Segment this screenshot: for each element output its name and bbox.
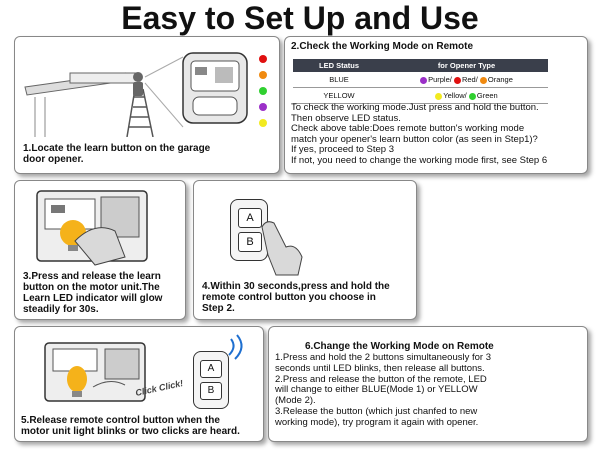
step4-text: 4.Within 30 seconds,press and hold the r… — [202, 281, 390, 314]
remote-control: A B — [193, 351, 229, 409]
purple-dot — [420, 76, 428, 84]
yellow-dot — [259, 119, 267, 127]
remote-button-a[interactable]: A — [200, 360, 222, 378]
led-status-cell: YELLOW — [293, 87, 385, 104]
led-status-cell: BLUE — [293, 72, 385, 88]
opener-type-cell: Yellow/ Green — [385, 87, 548, 104]
learn-button-color-dots — [259, 55, 271, 127]
person-icon — [133, 72, 143, 96]
yellow-dot — [435, 92, 443, 100]
table-row: BLUE Purple/ Red/ Orange — [293, 72, 548, 88]
step2-panel: 2.Check the Working Mode on Remote LED S… — [284, 36, 588, 174]
step5-text: 5.Release remote control button when the… — [21, 415, 240, 437]
step6-text: 1.Press and hold the 2 buttons simultane… — [275, 352, 491, 428]
table-row: YELLOW Yellow/ Green — [293, 87, 548, 104]
red-dot — [453, 76, 461, 84]
motor-unit-light-illustration — [44, 342, 146, 402]
step1-text: 1.Locate the learn button on the garage … — [23, 143, 211, 165]
step6-heading: 6.Change the Working Mode on Remote — [305, 341, 494, 352]
step2-text: To check the working mode.Just press and… — [291, 102, 548, 166]
finger-icon — [261, 221, 303, 276]
page-title: Easy to Set Up and Use — [121, 0, 479, 36]
remote-button-a[interactable]: A — [238, 208, 262, 228]
step5-panel: Click Click! A B 5.Release remote contro… — [14, 326, 264, 442]
working-mode-table: LED Status for Opener Type BLUE Purple/ … — [293, 59, 548, 104]
hand-icon — [74, 227, 126, 266]
ladder-icon — [126, 88, 154, 137]
bulb-icon — [67, 366, 87, 397]
step6-panel: 6.Change the Working Mode on Remote 1.Pr… — [268, 326, 588, 442]
step4-panel: A B 4.Within 30 seconds,press and hold t… — [193, 180, 417, 320]
table-header-led-status: LED Status — [293, 59, 385, 72]
step1-panel: 1.Locate the learn button on the garage … — [14, 36, 280, 174]
green-dot — [259, 87, 267, 95]
opener-closeup-icon — [182, 52, 248, 124]
step2-heading: 2.Check the Working Mode on Remote — [291, 41, 474, 52]
table-header-opener-type: for Opener Type — [385, 59, 548, 72]
table-header-row: LED Status for Opener Type — [293, 59, 548, 72]
orange-dot — [259, 71, 267, 79]
orange-dot — [479, 76, 487, 84]
red-dot — [259, 55, 267, 63]
step3-panel: 3.Press and release the learn button on … — [14, 180, 186, 320]
opener-type-cell: Purple/ Red/ Orange — [385, 72, 548, 88]
garage-illustration — [24, 52, 248, 137]
step3-text: 3.Press and release the learn button on … — [23, 271, 163, 315]
purple-dot — [259, 103, 267, 111]
remote-control: A B — [230, 199, 268, 261]
remote-button-b[interactable]: B — [200, 382, 222, 400]
motor-unit-illustration — [36, 190, 148, 266]
signal-waves-icon — [228, 334, 243, 360]
remote-button-b[interactable]: B — [238, 232, 262, 252]
green-dot — [468, 92, 476, 100]
